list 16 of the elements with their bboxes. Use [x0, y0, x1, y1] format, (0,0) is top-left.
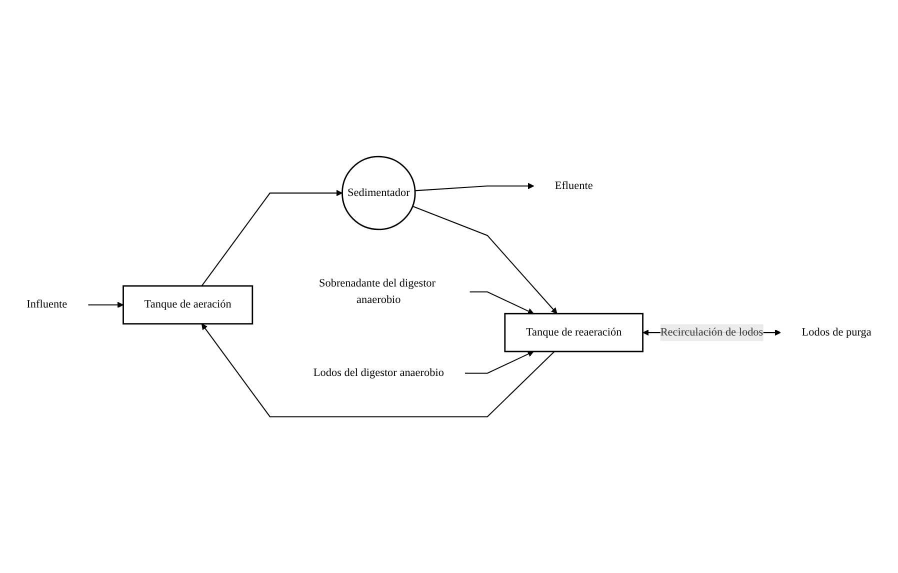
arrow [201, 190, 343, 286]
arrow [414, 182, 534, 192]
node-text: Lodos del digestor anaerobio [313, 366, 444, 379]
node-text: Lodos de purga [802, 326, 872, 338]
node-box: Tanque de aeración [122, 285, 254, 324]
edge-label: Recirculación de lodos [660, 326, 764, 338]
arrow [465, 350, 534, 374]
node-text: Efluente [554, 180, 593, 192]
arrow [88, 302, 124, 308]
node-text: Sobrenadante del digestor anaerobio [318, 276, 436, 306]
arrow [201, 323, 555, 418]
arrow [412, 206, 558, 314]
node-text: Influente [26, 298, 68, 310]
arrow [470, 291, 534, 314]
node-box: Tanque de reaeración [504, 312, 644, 352]
node-circle: Sedimentador [342, 156, 416, 230]
